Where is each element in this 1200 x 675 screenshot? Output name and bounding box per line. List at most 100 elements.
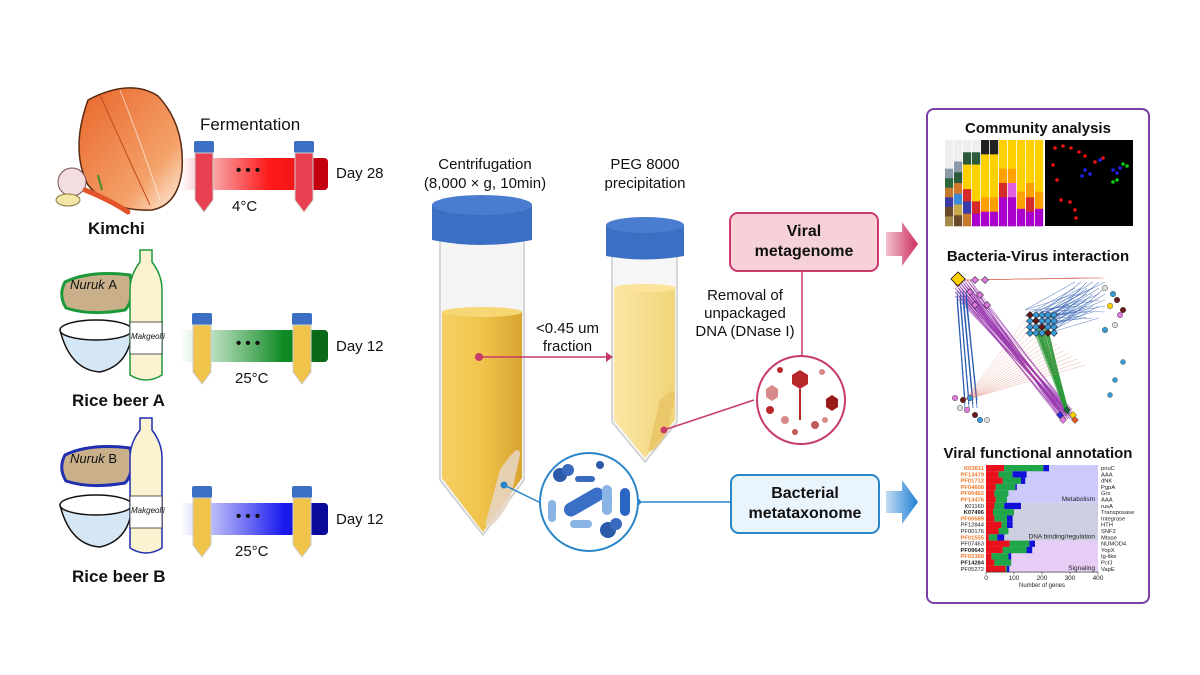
bar-segment-red: [986, 521, 1002, 528]
function-label: HTH: [1101, 523, 1113, 529]
bar-segment-blue: [1015, 483, 1017, 491]
node: [1044, 311, 1052, 319]
bar-segment-blue: [1004, 502, 1021, 510]
function-label: Ig-like: [1101, 554, 1116, 560]
function-label: AAA: [1101, 498, 1113, 504]
bar-segment-blue: [1021, 477, 1026, 484]
pcoa-point: [1074, 216, 1078, 220]
function-label: Transposase: [1101, 510, 1134, 516]
interaction-title: Bacteria-Virus interaction: [946, 248, 1130, 265]
stack-segment: [972, 176, 981, 190]
rice-beer-b-icon: [59, 417, 163, 554]
node: [1038, 311, 1046, 319]
dnase-line-3: DNA (DNase I): [695, 323, 795, 340]
stack-segment: [954, 215, 963, 227]
peg-tube: [606, 217, 684, 464]
pcoa-point: [1121, 162, 1125, 166]
edge: [959, 301, 970, 409]
bar-segment-blue: [1007, 521, 1013, 528]
small-tube-rice-a-start: [192, 313, 212, 385]
sample-name-kimchi: Kimchi: [88, 219, 145, 238]
node: [1059, 416, 1067, 424]
edge: [964, 358, 1078, 401]
ellipsis-kimchi: • • •: [236, 162, 261, 179]
pcoa-point: [1083, 154, 1087, 158]
stack-segment: [1017, 174, 1026, 192]
bar-segment-red: [986, 553, 992, 560]
stack-segment: [1008, 168, 1017, 184]
bar-segment-red: [986, 546, 1003, 554]
node: [1026, 311, 1034, 319]
fermentation-bar-rice-beer-a: [180, 330, 328, 362]
edge: [1029, 293, 1082, 323]
edge: [957, 295, 1061, 414]
bar-segment-green: [998, 528, 1009, 535]
community-analysis-figure: [945, 140, 1133, 227]
centrifugation-label: Centrifugation (8,000 × g, 10min): [415, 155, 555, 193]
temperature-rice-beer-a: 25°C: [235, 370, 269, 387]
bar-segment-red: [986, 528, 999, 535]
function-label: PgpA: [1101, 485, 1115, 491]
stack-segment: [1008, 183, 1017, 198]
stack-segment: [999, 197, 1008, 212]
pcoa-point: [1111, 168, 1115, 172]
peg-label: PEG 8000 precipitation: [595, 155, 695, 193]
category-label: PF07463: [960, 542, 984, 548]
viral-line-2: metagenome: [754, 243, 854, 260]
category-label: K01160: [964, 504, 984, 510]
function-label: AAA: [1101, 472, 1113, 478]
bar-segment-red: [986, 496, 996, 503]
bar-segment-red: [986, 483, 996, 491]
stack-segment: [963, 201, 972, 215]
small-tube-rice-b-start: [192, 486, 212, 558]
node: [977, 416, 984, 423]
node: [1106, 303, 1113, 310]
bacteria-virus-network: [950, 271, 1126, 424]
pcoa-point: [1118, 166, 1122, 170]
viral-output-arrow: [886, 222, 918, 266]
nuruk-suffix-b: B: [108, 451, 117, 466]
stack-segment: [945, 168, 954, 179]
bar-segment-green: [998, 471, 1013, 478]
stack-segment: [1035, 191, 1044, 210]
centrifuge-tube: [432, 195, 532, 537]
bar-segment-red: [986, 565, 1006, 573]
bar-segment-red: [986, 509, 993, 516]
edge: [964, 364, 1086, 401]
node: [1038, 323, 1046, 331]
category-label: K07496: [964, 510, 985, 516]
stack-segment: [963, 189, 972, 202]
node: [956, 404, 963, 411]
pcoa-point: [1053, 146, 1057, 150]
node: [1044, 329, 1052, 337]
pcoa-point: [1125, 164, 1129, 168]
node: [976, 291, 984, 299]
pcoa-point: [1059, 198, 1063, 202]
stack-segment: [1008, 140, 1017, 155]
bact-line-2: metataxonome: [748, 505, 862, 522]
node: [1032, 317, 1040, 325]
stack-segment: [981, 197, 990, 212]
community-analysis-title: Community analysis: [965, 120, 1111, 137]
annotation-title: Viral functional annotation: [943, 445, 1133, 462]
node: [966, 288, 974, 296]
bar-segment-red: [986, 559, 995, 566]
node: [983, 301, 991, 309]
ellipsis-rice-beer-b: • • •: [236, 508, 261, 525]
edge: [1043, 324, 1068, 413]
node: [1038, 329, 1046, 337]
node: [1071, 416, 1079, 424]
temperature-kimchi: 4°C: [232, 198, 258, 215]
bar-segment-red: [986, 471, 999, 478]
node: [984, 416, 991, 423]
edge: [962, 289, 974, 401]
bar-segment-blue: [1012, 471, 1027, 478]
stack-segment: [990, 140, 999, 155]
stack-segment: [1035, 174, 1044, 192]
bar-segment-green: [1002, 546, 1027, 554]
node: [1107, 392, 1113, 398]
pcoa-point: [1111, 180, 1115, 184]
pcoa-point: [1093, 160, 1097, 164]
